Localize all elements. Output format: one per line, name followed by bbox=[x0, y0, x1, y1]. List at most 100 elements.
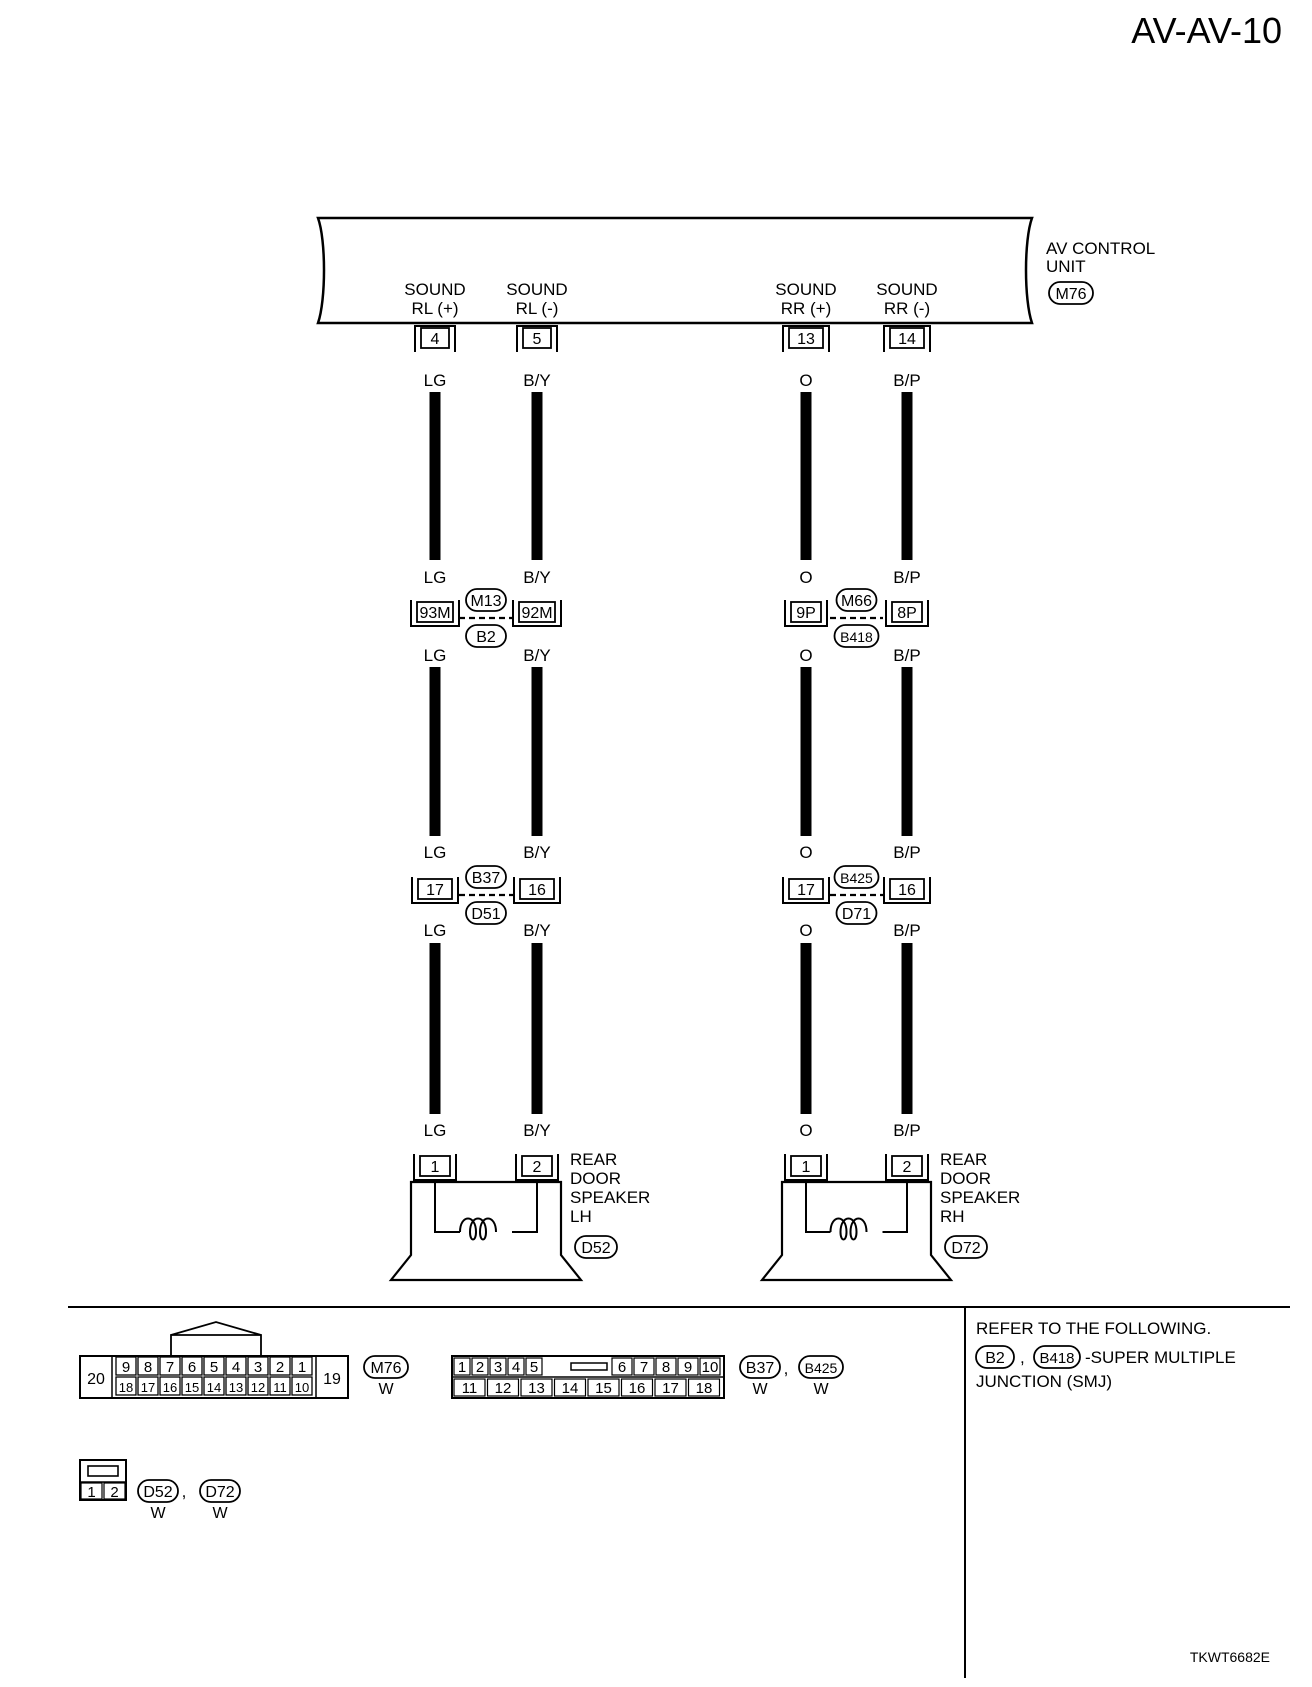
unit-connector-label: M76 bbox=[1055, 286, 1086, 303]
pin-label: 14 bbox=[207, 1380, 221, 1395]
pin-cell bbox=[471, 1357, 489, 1376]
key-slot bbox=[570, 1362, 608, 1371]
pin-cell bbox=[247, 1376, 269, 1396]
wire-color-label: B/P bbox=[893, 921, 920, 940]
terminal-label: 92M bbox=[521, 605, 552, 622]
connector-color: W bbox=[813, 1381, 829, 1398]
wire-color-label: LG bbox=[424, 843, 447, 862]
wire-color-label: O bbox=[799, 843, 812, 862]
pin-label: 1 bbox=[87, 1484, 95, 1501]
terminal-label: 16 bbox=[898, 882, 916, 899]
refer-heading: REFER TO THE FOLLOWING. bbox=[976, 1319, 1211, 1338]
speaker-terminal: 1 bbox=[413, 1154, 457, 1181]
wire-color-label: B/P bbox=[893, 1121, 920, 1140]
pin-cell bbox=[525, 1357, 543, 1376]
joint-terminal: 17 bbox=[411, 877, 459, 904]
pin-cell bbox=[80, 1482, 103, 1500]
speaker-terminal: 2 bbox=[515, 1154, 559, 1181]
pin-label: 6 bbox=[618, 1359, 626, 1376]
joint-terminal: 9P bbox=[784, 600, 828, 627]
separator: , bbox=[784, 1359, 789, 1378]
connector-badge-label: B37 bbox=[472, 870, 501, 887]
terminal-function-label: RL (+) bbox=[411, 299, 458, 318]
pin-label: 2 bbox=[276, 1359, 284, 1376]
terminal-label: 17 bbox=[426, 882, 444, 899]
connector-badge-label: B2 bbox=[476, 629, 496, 646]
pin-label: 12 bbox=[495, 1380, 512, 1397]
pin-label: 1 bbox=[298, 1359, 306, 1376]
speaker-lead bbox=[805, 1180, 831, 1233]
unit-terminal: 14 bbox=[883, 325, 931, 352]
speaker-name-line: SPEAKER bbox=[570, 1188, 650, 1207]
pin-label: 18 bbox=[119, 1380, 133, 1395]
refer-separator: , bbox=[1020, 1348, 1025, 1367]
wire-color-label: B/P bbox=[893, 371, 920, 390]
pin-label: 14 bbox=[562, 1380, 579, 1397]
unit-connector-badge: M76 bbox=[1048, 281, 1094, 305]
terminal-label: 17 bbox=[797, 882, 815, 899]
terminal-label: 9P bbox=[796, 605, 816, 622]
connector-badge-label: M13 bbox=[470, 593, 501, 610]
wire-color-label: B/Y bbox=[523, 843, 550, 862]
terminal-label: 14 bbox=[898, 331, 916, 348]
pin-label: 5 bbox=[530, 1359, 538, 1376]
pin-label: 10 bbox=[295, 1380, 309, 1395]
terminal-function-label: SOUND bbox=[506, 280, 567, 299]
refer-connector-b2: B2 bbox=[975, 1345, 1015, 1369]
pin-cell bbox=[103, 1482, 126, 1500]
av-control-unit-box bbox=[316, 216, 1034, 325]
m76-badge: M76 bbox=[363, 1355, 409, 1379]
speaker-name-line: RH bbox=[940, 1207, 965, 1226]
unit-terminal: 5 bbox=[516, 325, 558, 352]
svg-text:B418: B418 bbox=[1039, 1350, 1074, 1367]
pin-cell bbox=[633, 1357, 655, 1376]
pin-label: 7 bbox=[640, 1359, 648, 1376]
joint-terminal: 17 bbox=[782, 877, 830, 904]
joint-m66-b418-top: M66 bbox=[835, 588, 878, 612]
pin-label: 2 bbox=[110, 1484, 118, 1501]
connector-badge-label: D51 bbox=[471, 906, 500, 923]
refer-desc-2: JUNCTION (SMJ) bbox=[976, 1372, 1112, 1391]
pin-label: 13 bbox=[528, 1380, 545, 1397]
pin-label: 3 bbox=[494, 1359, 502, 1376]
speaker-connector-badge: D72 bbox=[944, 1235, 988, 1259]
wire-color-label: LG bbox=[424, 921, 447, 940]
pin-label: 11 bbox=[273, 1380, 287, 1395]
pin-label: 9 bbox=[122, 1359, 130, 1376]
pin-label: 9 bbox=[684, 1359, 692, 1376]
speaker-terminal: 2 bbox=[885, 1154, 929, 1181]
unit-name-line2: UNIT bbox=[1046, 257, 1086, 276]
terminal-label: 5 bbox=[533, 331, 542, 348]
joint-terminal: 16 bbox=[883, 877, 931, 904]
pin-cell bbox=[203, 1376, 225, 1396]
terminal-function-label: SOUND bbox=[876, 280, 937, 299]
pin-label: 2 bbox=[476, 1359, 484, 1376]
joint-m13-b2-top: M13 bbox=[465, 588, 507, 612]
wire-color-label: O bbox=[799, 646, 812, 665]
connector-badge-label: M66 bbox=[841, 593, 872, 610]
pin-cell bbox=[587, 1378, 620, 1397]
pin-label: 4 bbox=[512, 1359, 520, 1376]
separator: , bbox=[182, 1482, 187, 1501]
terminal-label: 2 bbox=[903, 1159, 912, 1176]
terminal-function-label: SOUND bbox=[404, 280, 465, 299]
pin-cell bbox=[699, 1357, 721, 1376]
speaker-name-line: REAR bbox=[570, 1150, 617, 1169]
pin-cell bbox=[269, 1376, 291, 1396]
connector-color: W bbox=[212, 1505, 228, 1522]
terminal-label: 13 bbox=[797, 331, 815, 348]
joint-terminal: 93M bbox=[410, 600, 460, 627]
d52-badge: D52 bbox=[137, 1479, 179, 1503]
speaker-name-line: REAR bbox=[940, 1150, 987, 1169]
b425-badge: B425 bbox=[798, 1355, 844, 1379]
terminal-function-label: RR (+) bbox=[781, 299, 832, 318]
pin-label: 1 bbox=[458, 1359, 466, 1376]
wire-color-label: B/Y bbox=[523, 1121, 550, 1140]
